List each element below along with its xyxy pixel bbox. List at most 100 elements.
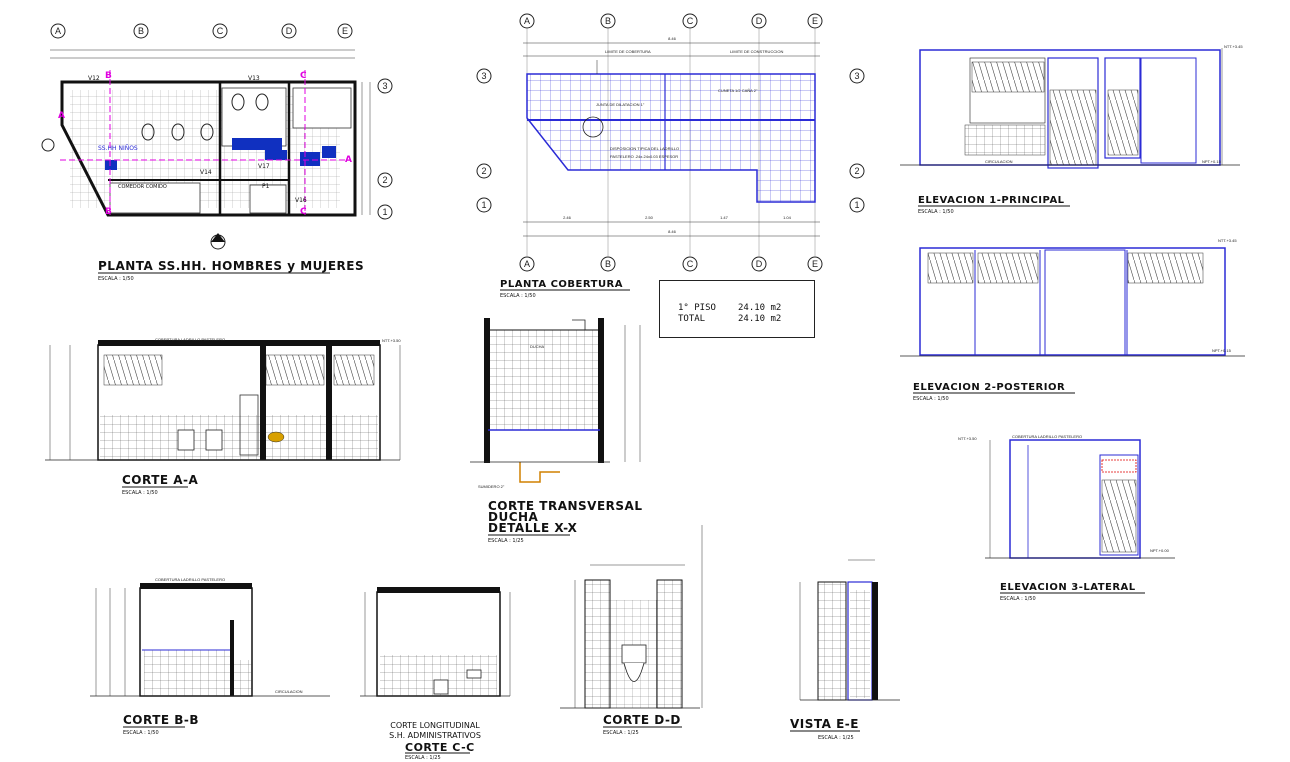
dim-segment: 2.50 — [645, 215, 654, 220]
axis-label: E — [342, 26, 348, 36]
corte-aa-title: CORTE A-A — [122, 473, 199, 487]
plan-label-v13: V13 — [248, 75, 260, 82]
svg-text:B: B — [105, 207, 112, 217]
roof-axis-bottom: A B C D E — [519, 256, 823, 272]
dim-total: 8.46 — [668, 229, 677, 234]
dim-segment: 1.04 — [783, 215, 792, 220]
plan-scale: ESCALA : 1/50 — [98, 276, 134, 282]
svg-text:C: C — [300, 207, 307, 217]
roof-limite-construccion: LIMITE DE CONSTRUCCION — [730, 49, 783, 54]
svg-text:A: A — [58, 111, 65, 121]
axis-label: D — [756, 16, 763, 26]
section-aa: NTT.+3.50 COBERTURA LADRILLO PASTELERO C… — [45, 337, 401, 496]
axis-label: A — [524, 16, 530, 26]
corte-cc-scale: ESCALA : 1/25 — [405, 755, 441, 761]
elev2-npt: NPT.+0.15 — [1212, 348, 1232, 353]
aa-cobertura: COBERTURA LADRILLO PASTELERO — [155, 337, 225, 342]
axis-label: 1 — [481, 200, 486, 210]
axis-label: D — [756, 259, 763, 269]
corte-bb-title: CORTE B-B — [123, 713, 199, 727]
axis-label: E — [812, 16, 818, 26]
elev3-title: ELEVACION 3-LATERAL — [1000, 582, 1136, 593]
bb-circulacion: CIRCULACION — [275, 689, 303, 694]
dim-segment: 2.46 — [563, 215, 572, 220]
vista-ee-scale: ESCALA : 1/25 — [818, 735, 854, 741]
area-value: 24.10 m2 — [738, 303, 782, 313]
section-shower: DUCHA SUMIDERO 2" CORTE TRANSVERSAL DUCH… — [470, 318, 642, 544]
svg-text:C: C — [300, 71, 307, 81]
elev1-circulacion: CIRCULACION — [985, 159, 1013, 164]
roof-limite-cobertura: LIMITE DE COBERTURA — [605, 49, 651, 54]
shower-scale: ESCALA : 1/25 — [488, 538, 524, 544]
plan-label-ninos: SS.HH NIÑOS — [98, 145, 138, 152]
axis-label: 3 — [854, 71, 859, 81]
shower-title-1: CORTE TRANSVERSAL — [488, 499, 642, 513]
axis-label: 2 — [481, 166, 486, 176]
corte-bb-scale: ESCALA : 1/50 — [123, 730, 159, 736]
corte-aa-scale: ESCALA : 1/50 — [122, 490, 158, 496]
plan-label-v12: V12 — [88, 75, 100, 82]
elev1-scale: ESCALA : 1/50 — [918, 209, 954, 215]
roof-axis-top: A B C D E — [519, 13, 823, 29]
axis-label: C — [687, 259, 694, 269]
area-table: 1° PISO 24.10 m2 TOTAL 24.10 m2 — [659, 280, 815, 338]
axis-label: 3 — [481, 71, 486, 81]
section-cc: CORTE LONGITUDINAL S.H. ADMINISTRATIVOS … — [360, 587, 511, 761]
roof-title: PLANTA COBERTURA — [500, 279, 623, 290]
roof-cuneta: CUNETA 1/2 CAÑA 2" — [718, 88, 758, 93]
axis-label: 2 — [854, 166, 859, 176]
svg-text:B: B — [105, 71, 112, 81]
cc-caption-1: CORTE LONGITUDINAL — [390, 721, 480, 730]
plan-sshh: A B C D E B B — [41, 23, 393, 282]
plan-label-v16: V16 — [295, 197, 307, 204]
area-value: 24.10 m2 — [738, 314, 782, 324]
axis-label: 3 — [382, 81, 387, 91]
elevation-1: NTT.+3.45 NPT.+0.15 CIRCULACION ELEVACIO… — [900, 44, 1243, 215]
section-bb: CIRCULACION COBERTURA LADRILLO PASTELERO… — [90, 577, 330, 736]
axis-label: E — [812, 259, 818, 269]
svg-text:A: A — [345, 155, 352, 165]
shower-title-2: DUCHA — [488, 510, 539, 524]
axis-label: 2 — [382, 175, 387, 185]
plan-label-comedor: COMEDOR COMIDO — [118, 184, 167, 190]
elevation-3: NTT.+3.50 NPT.+0.00 COBERTURA LADRILLO P… — [958, 434, 1175, 602]
roof-pastelero: PASTELERO .24x.24x0.03 ESPESOR — [610, 154, 678, 159]
axis-label: 1 — [854, 200, 859, 210]
elev2-scale: ESCALA : 1/50 — [913, 396, 949, 402]
area-label: TOTAL — [678, 314, 706, 324]
cc-caption-2: S.H. ADMINISTRATIVOS — [389, 731, 481, 740]
corte-dd-scale: ESCALA : 1/25 — [603, 730, 639, 736]
elev1-ntt: NTT.+3.45 — [1224, 44, 1243, 49]
roof-junta: JUNTA DE DILATACION 1" — [596, 102, 645, 107]
shower-sumidero: SUMIDERO 2" — [478, 484, 505, 489]
area-row-total: TOTAL 24.10 m2 — [678, 314, 808, 326]
plan-label-v17: V17 — [258, 163, 270, 170]
aa-ntt: NTT.+3.50 — [382, 338, 401, 343]
elev3-ntt: NTT.+3.50 — [958, 436, 977, 441]
axis-label: B — [605, 259, 611, 269]
corte-cc-title: CORTE C-C — [405, 741, 475, 754]
elev3-scale: ESCALA : 1/50 — [1000, 596, 1036, 602]
plan-label-p1: P1 — [262, 183, 270, 190]
corte-dd-title: CORTE D-D — [603, 713, 681, 727]
roof-axis-left: 3 2 1 3 2 1 — [476, 68, 865, 213]
axis-label: B — [138, 26, 144, 36]
elev1-npt: NPT.+0.15 — [1202, 159, 1222, 164]
elev3-npt: NPT.+0.00 — [1150, 548, 1170, 553]
roof-plan: A B C D E A B C D E 3 2 1 3 2 1 8.46 — [476, 13, 865, 299]
axis-label: B — [605, 16, 611, 26]
dim-segment: 1.47 — [720, 215, 729, 220]
roof-disposicion: DISPOSICION TIPICA DEL LADRILLO — [610, 146, 679, 151]
plan-axis-top: A B C D E — [50, 23, 353, 39]
axis-label: 1 — [382, 207, 387, 217]
dim-total: 8.46 — [668, 36, 677, 41]
axis-label: C — [687, 16, 694, 26]
elevation-2: NTT.+3.45 NPT.+0.15 ELEVACION 2-POSTERIO… — [900, 238, 1245, 402]
axis-label: C — [217, 26, 224, 36]
vista-ee-title: VISTA E-E — [790, 717, 859, 731]
elev1-title: ELEVACION 1-PRINCIPAL — [918, 195, 1065, 206]
axis-label: A — [524, 259, 530, 269]
view-ee: VISTA E-E ESCALA : 1/25 — [790, 559, 900, 741]
axis-label: D — [286, 26, 293, 36]
